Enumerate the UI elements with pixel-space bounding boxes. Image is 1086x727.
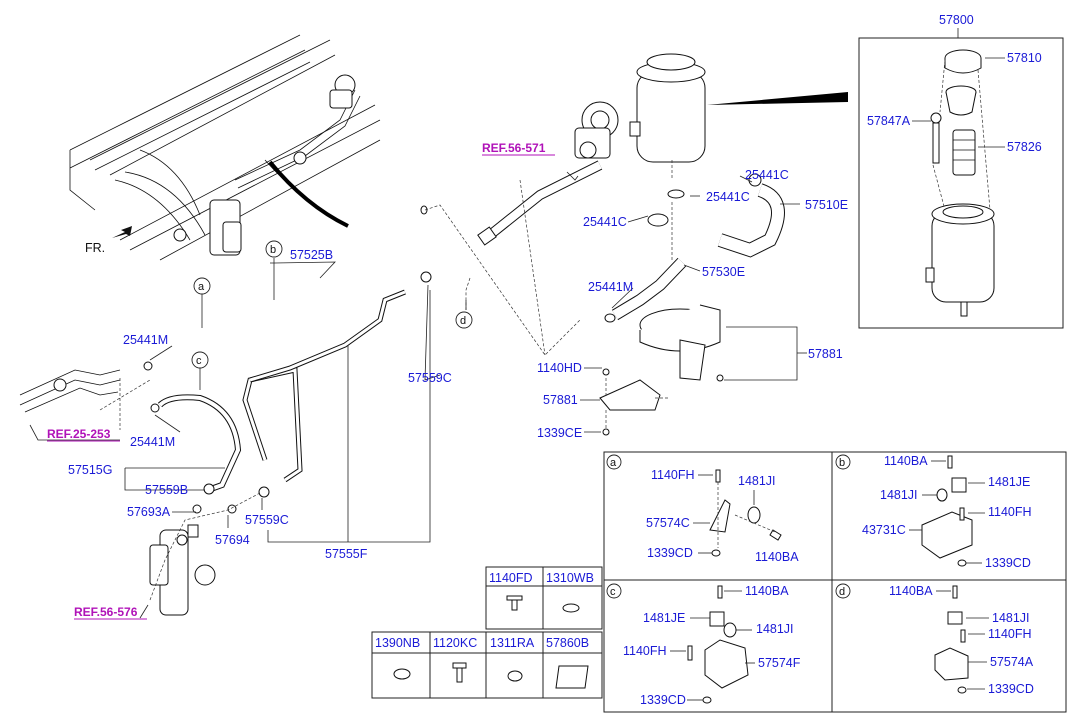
- label-25441m-2: 25441M: [130, 435, 175, 449]
- reference-labels: REF.56-571 REF.25-253 REF.56-576: [47, 141, 555, 620]
- ref-25-253: REF.25-253: [47, 427, 111, 441]
- hose-57510e: [647, 173, 785, 258]
- ref-56-576: REF.56-576: [74, 605, 138, 619]
- label-57881-1: 57881: [808, 347, 843, 361]
- main-part-labels: 57525B 25441M 25441M 25441M 57515G 57559…: [68, 168, 848, 561]
- label-57530e: 57530E: [702, 265, 745, 279]
- table-cell-1390nb: 1390NB: [375, 636, 420, 650]
- detail-c-57574f: 57574F: [758, 656, 801, 670]
- reservoir-bracket-57881: [599, 304, 724, 436]
- detail-b-title: b: [839, 457, 845, 469]
- label-57826: 57826: [1007, 140, 1042, 154]
- label-57881-2: 57881: [543, 393, 578, 407]
- detail-a: a 1140FH 1481JI 57574C 1140BA 1339CD: [606, 454, 799, 564]
- detail-d-title: d: [839, 586, 845, 598]
- detail-b-1140ba: 1140BA: [884, 454, 928, 468]
- callout-d: d: [460, 315, 466, 327]
- chassis-frame-illustration: [69, 34, 381, 261]
- callout-c: c: [196, 355, 202, 367]
- detail-d-1339cd: 1339CD: [988, 682, 1034, 696]
- detail-b: b 1140BA 1481JI 1481JE 43731C 1140FH 133…: [835, 454, 1032, 570]
- detail-b-1140fh: 1140FH: [988, 505, 1032, 519]
- label-57559c-2: 57559C: [245, 513, 289, 527]
- detail-d-1140fh: 1140FH: [988, 627, 1032, 641]
- pressure-hose-57525b: [159, 205, 428, 354]
- detail-a-title: a: [610, 457, 617, 469]
- detail-a-1481ji: 1481JI: [738, 474, 776, 488]
- detail-a-1140fh: 1140FH: [651, 468, 695, 482]
- label-57515g: 57515G: [68, 463, 112, 477]
- table-cell-1140fd: 1140FD: [489, 571, 533, 585]
- leader-lines: [29, 160, 807, 619]
- label-1339ce: 1339CE: [537, 426, 582, 440]
- reservoir-main: [629, 53, 848, 163]
- table-cell-1310wb: 1310WB: [546, 571, 594, 585]
- detail-d-1481ji: 1481JI: [992, 611, 1030, 625]
- hose-57515g: [143, 361, 242, 495]
- detail-c-1339cd: 1339CD: [640, 693, 686, 707]
- detail-c: c 1140BA 1481JE 1481JI 1140FH 57574F 133…: [606, 583, 801, 707]
- table-cell-1311ra: 1311RA: [490, 636, 535, 650]
- label-1140hd: 1140HD: [537, 361, 582, 375]
- cooler-lines: [19, 369, 121, 413]
- power-steering-pump: [477, 101, 619, 246]
- label-25441c-1: 25441C: [745, 168, 789, 182]
- label-25441c-2: 25441C: [706, 190, 750, 204]
- detail-c-1140ba: 1140BA: [745, 584, 789, 598]
- detail-a-57574c: 57574C: [646, 516, 690, 530]
- detail-d-57574a: 57574A: [990, 655, 1034, 669]
- label-57559b: 57559B: [145, 483, 188, 497]
- label-57559c-1: 57559C: [408, 371, 452, 385]
- return-pipe-57555f: [242, 271, 432, 483]
- label-25441m-1: 25441M: [123, 333, 168, 347]
- label-57810: 57810: [1007, 51, 1042, 65]
- front-label: FR.: [85, 241, 105, 255]
- callout-b: b: [270, 244, 276, 256]
- detail-c-1481ji: 1481JI: [756, 622, 794, 636]
- detail-c-1481je: 1481JE: [643, 611, 685, 625]
- detail-a-1339cd: 1339CD: [647, 546, 693, 560]
- label-57847a: 57847A: [867, 114, 911, 128]
- reservoir-detail-box: 57800 57810 57847A 57826: [858, 13, 1064, 329]
- label-57510e: 57510E: [805, 198, 848, 212]
- label-57555f: 57555F: [325, 547, 368, 561]
- label-57693a: 57693A: [127, 505, 171, 519]
- label-57525b: 57525B: [290, 248, 333, 262]
- parts-table: 1140FD 1310WB 1390NB 1120KC 1311RA 57860…: [371, 566, 603, 699]
- detail-d: d 1140BA 1481JI 1140FH 57574A 1339CD: [835, 583, 1034, 696]
- label-57694: 57694: [215, 533, 250, 547]
- hose-57530e: [604, 257, 687, 323]
- detail-grid: [603, 451, 1067, 713]
- ref-56-571: REF.56-571: [482, 141, 546, 155]
- detail-c-1140fh: 1140FH: [623, 644, 667, 658]
- detail-b-1481je: 1481JE: [988, 475, 1030, 489]
- detail-b-1339cd: 1339CD: [985, 556, 1031, 570]
- table-cell-57860b: 57860B: [546, 636, 589, 650]
- detail-b-43731c: 43731C: [862, 523, 906, 537]
- detail-a-1140ba: 1140BA: [755, 550, 799, 564]
- front-direction-marker: FR.: [85, 226, 132, 255]
- callout-a: a: [198, 281, 205, 293]
- main-callouts: a b c d: [191, 240, 473, 369]
- label-57800: 57800: [939, 13, 974, 27]
- detail-b-1481ji: 1481JI: [880, 488, 918, 502]
- label-25441m-3: 25441M: [588, 280, 633, 294]
- detail-d-1140ba: 1140BA: [889, 584, 933, 598]
- detail-c-title: c: [610, 586, 616, 598]
- table-cell-1120kc: 1120KC: [433, 636, 477, 650]
- steering-gear-box: [149, 486, 270, 616]
- label-25441c-3: 25441C: [583, 215, 627, 229]
